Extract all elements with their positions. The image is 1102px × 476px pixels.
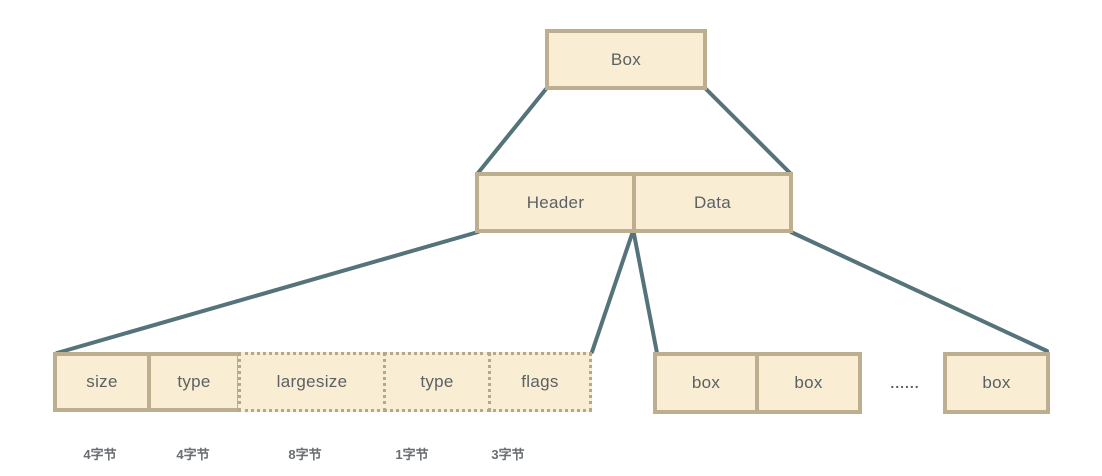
edge-header-to-size [55, 230, 480, 355]
node-header: Header [475, 172, 636, 233]
node-child-box-1: box [653, 352, 759, 414]
edge-header-to-flags [590, 232, 634, 354]
node-flags: flags [488, 352, 592, 412]
byte-label-largesize: 8字节 [288, 447, 322, 462]
edge-box-to-header [476, 87, 548, 175]
edge-data-to-box1 [632, 232, 659, 355]
byte-label-type1: 4字节 [176, 447, 210, 462]
byte-label-flags: 3字节 [491, 447, 525, 462]
node-type-2: type [383, 352, 491, 412]
node-size: size [53, 352, 151, 412]
edge-box-to-data [704, 87, 792, 175]
node-largesize: largesize [238, 352, 386, 412]
edge-data-to-box3 [789, 230, 1049, 353]
child-boxes-ellipsis: ...... [890, 375, 920, 391]
node-child-box-3: box [943, 352, 1050, 414]
node-child-box-2: box [755, 352, 862, 414]
node-box-root: Box [545, 29, 707, 90]
node-data: Data [632, 172, 793, 233]
node-type-1: type [147, 352, 241, 412]
byte-label-type2: 1字节 [395, 447, 429, 462]
byte-label-size: 4字节 [83, 447, 117, 462]
